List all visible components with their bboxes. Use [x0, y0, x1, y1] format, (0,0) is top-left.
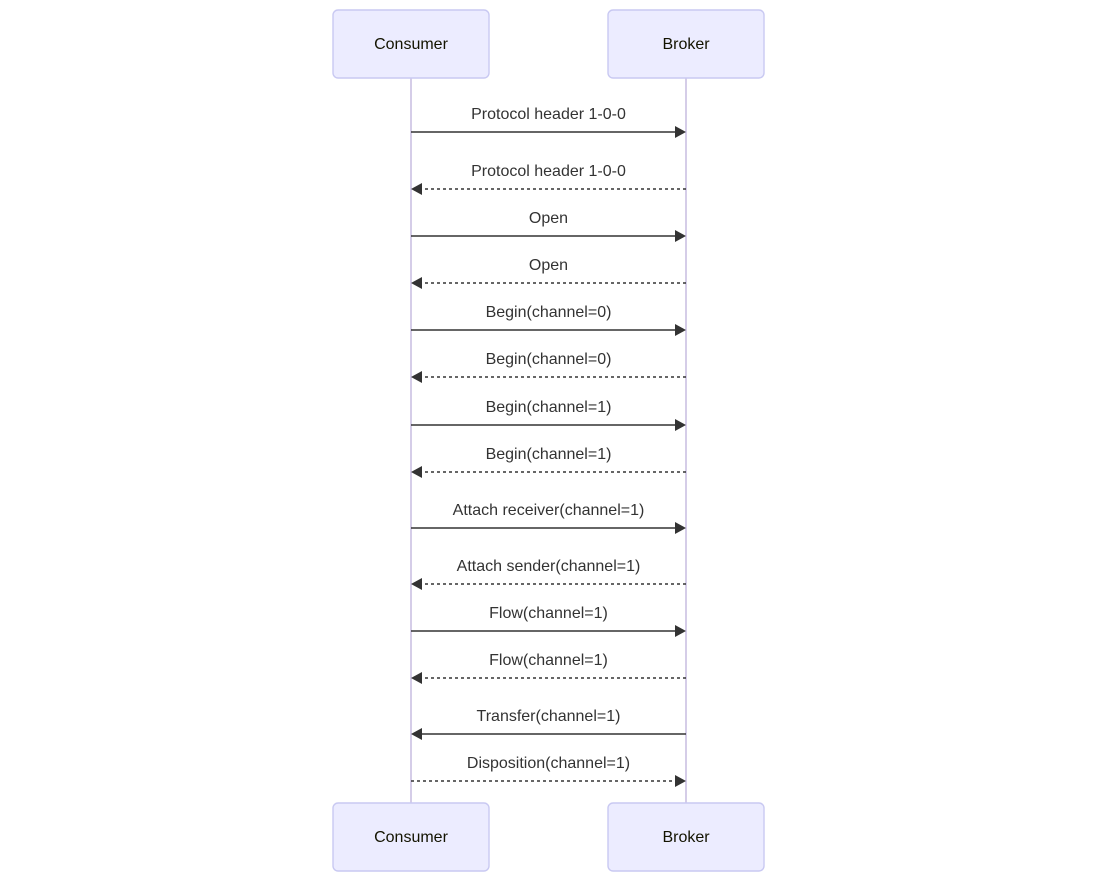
message-label-7: Begin(channel=1) — [486, 399, 612, 416]
actor-label-consumer-top: Consumer — [374, 36, 448, 53]
message-arrowhead-14 — [675, 775, 686, 787]
message-arrowhead-10 — [411, 578, 422, 590]
message-label-8: Begin(channel=1) — [486, 446, 612, 463]
message-label-13: Transfer(channel=1) — [477, 708, 621, 725]
message-5[interactable]: Begin(channel=0) — [411, 304, 686, 336]
message-label-11: Flow(channel=1) — [489, 605, 608, 622]
message-arrowhead-7 — [675, 419, 686, 431]
message-arrowhead-3 — [675, 230, 686, 242]
message-arrowhead-4 — [411, 277, 422, 289]
actor-label-consumer-bottom: Consumer — [374, 829, 448, 846]
message-arrowhead-2 — [411, 183, 422, 195]
message-label-2: Protocol header 1-0-0 — [471, 163, 626, 180]
message-7[interactable]: Begin(channel=1) — [411, 399, 686, 431]
message-arrowhead-1 — [675, 126, 686, 138]
message-label-3: Open — [529, 210, 568, 227]
message-label-5: Begin(channel=0) — [486, 304, 612, 321]
message-1[interactable]: Protocol header 1-0-0 — [411, 106, 686, 138]
message-label-14: Disposition(channel=1) — [467, 755, 630, 772]
message-6[interactable]: Begin(channel=0) — [411, 351, 686, 383]
message-8[interactable]: Begin(channel=1) — [411, 446, 686, 478]
actor-label-broker-bottom: Broker — [662, 829, 710, 846]
message-9[interactable]: Attach receiver(channel=1) — [411, 502, 686, 534]
message-arrowhead-8 — [411, 466, 422, 478]
actor-box-broker-bottom[interactable] — [607, 802, 765, 872]
message-label-10: Attach sender(channel=1) — [457, 558, 641, 575]
actor-box-consumer-bottom[interactable] — [332, 802, 490, 872]
message-14[interactable]: Disposition(channel=1) — [411, 755, 686, 787]
actor-box-consumer-top[interactable] — [332, 9, 490, 79]
message-label-12: Flow(channel=1) — [489, 652, 608, 669]
message-arrowhead-5 — [675, 324, 686, 336]
message-arrowhead-6 — [411, 371, 422, 383]
actor-label-broker-top: Broker — [662, 36, 710, 53]
message-10[interactable]: Attach sender(channel=1) — [411, 558, 686, 590]
message-arrowhead-9 — [675, 522, 686, 534]
message-11[interactable]: Flow(channel=1) — [411, 605, 686, 637]
message-label-4: Open — [529, 257, 568, 274]
actors-top-group: Consumer Broker — [332, 9, 765, 79]
message-4[interactable]: Open — [411, 257, 686, 289]
message-13[interactable]: Transfer(channel=1) — [411, 708, 686, 740]
actors-bottom-group: Consumer Broker — [332, 802, 765, 872]
message-arrowhead-11 — [675, 625, 686, 637]
message-arrowhead-12 — [411, 672, 422, 684]
message-label-6: Begin(channel=0) — [486, 351, 612, 368]
message-label-1: Protocol header 1-0-0 — [471, 106, 626, 123]
lifelines-group — [410, 78, 687, 803]
message-2[interactable]: Protocol header 1-0-0 — [411, 163, 686, 195]
message-arrowhead-13 — [411, 728, 422, 740]
message-label-9: Attach receiver(channel=1) — [453, 502, 645, 519]
message-12[interactable]: Flow(channel=1) — [411, 652, 686, 684]
actor-box-broker-top[interactable] — [607, 9, 765, 79]
message-3[interactable]: Open — [411, 210, 686, 242]
